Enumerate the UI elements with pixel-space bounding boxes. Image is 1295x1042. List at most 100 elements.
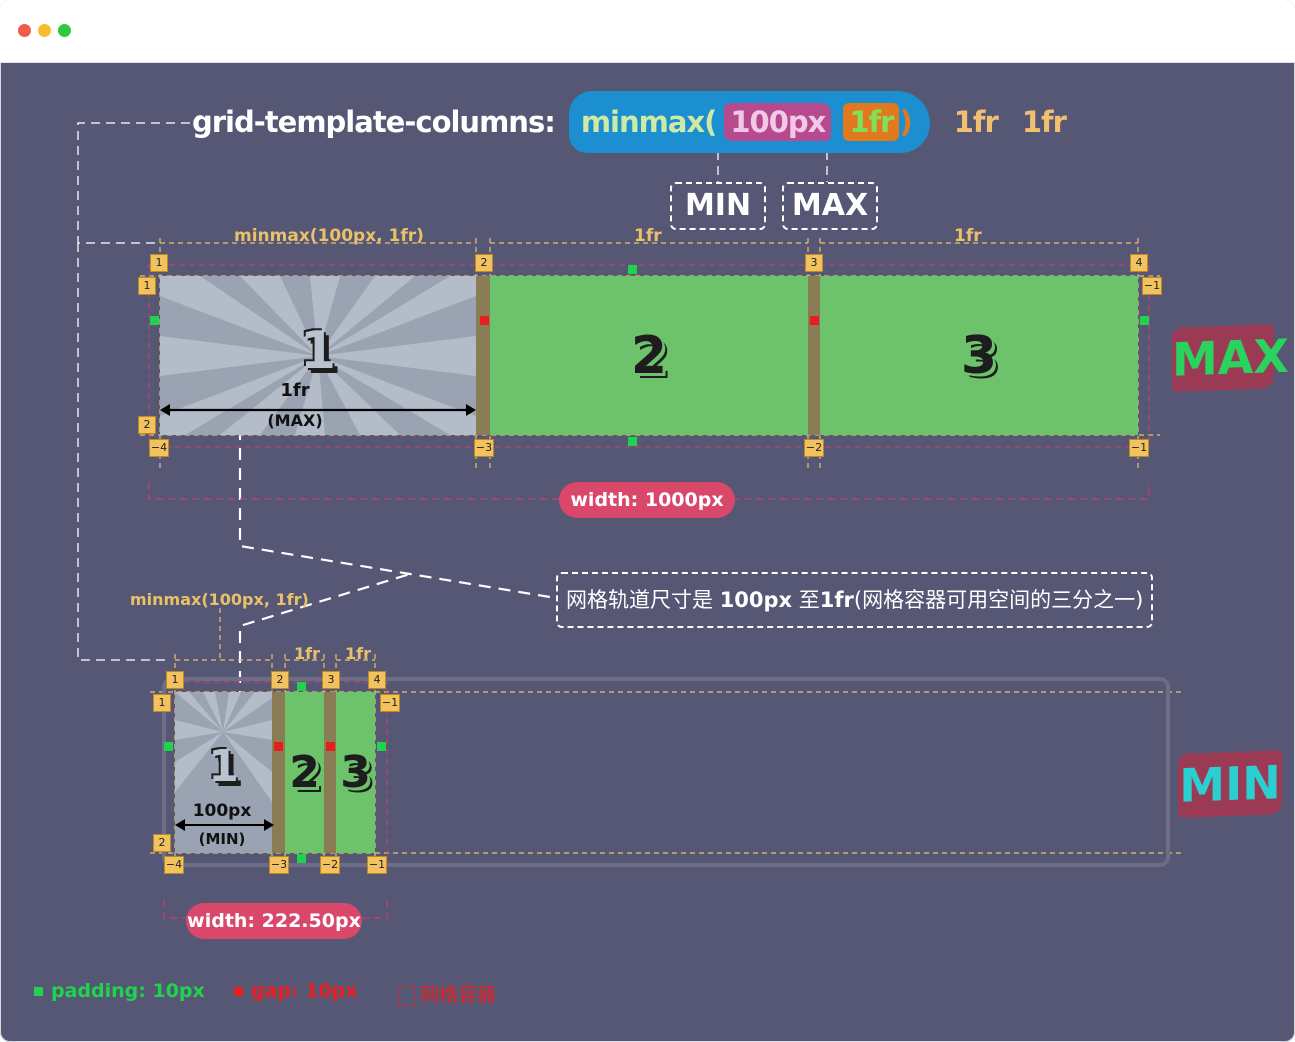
bottom-width-pill: width: 222.50px (186, 903, 362, 939)
bottom-track-label-3: 1fr (345, 644, 371, 663)
top-cell-3-number: 3 (960, 325, 998, 386)
top-padding-marker-bottom (628, 437, 637, 446)
top-track-label-3: 1fr (954, 226, 982, 246)
legend-gap-swatch (234, 987, 243, 996)
code-min-value: 100px (724, 103, 832, 141)
minmax-highlight: minmax( 100px 1fr ) (568, 91, 930, 153)
bottom-track-label-2: 1fr (294, 644, 320, 663)
top-col-line-4: 4 (1130, 254, 1148, 272)
bottom-arrow-label-100px: 100px (192, 801, 252, 821)
top-cell-1: 1 (160, 276, 476, 435)
bottom-cell-2-number: 2 (289, 747, 320, 798)
bottom-col-line-neg-2: −2 (320, 856, 340, 874)
top-cell-3: 3 (820, 276, 1138, 435)
top-col-line-3: 3 (805, 254, 823, 272)
legend-padding-swatch (34, 987, 43, 996)
top-gap-2 (808, 276, 820, 435)
bottom-cell-1: 1 (175, 692, 272, 853)
top-padding-marker-top (628, 265, 637, 274)
bottom-cell-1-number: 1 (208, 741, 239, 792)
code-track-2: 1fr (953, 105, 999, 139)
bottom-padding-marker-left (164, 742, 173, 751)
legend-container-swatch (398, 986, 416, 1005)
bottom-cell-3-number: 3 (340, 747, 371, 798)
top-col-line-2: 2 (475, 254, 493, 272)
code-fn-open: minmax( (580, 105, 718, 139)
bottom-gap-1 (272, 692, 285, 853)
minimize-window-button[interactable] (38, 24, 51, 37)
bottom-padding-marker-top (297, 682, 306, 691)
top-cell-2: 2 (490, 276, 808, 435)
code-fn-close: ) (899, 105, 912, 139)
bottom-padding-marker-bottom (297, 854, 306, 863)
diagram-canvas: grid-template-columns: minmax( 100px 1fr… (0, 62, 1295, 1042)
top-track-label-1: minmax(100px, 1fr) (234, 226, 424, 246)
bottom-col-line-3: 3 (322, 671, 340, 689)
bottom-arrow-label-min: (MIN) (198, 830, 246, 848)
top-col-line-neg-4: −4 (149, 439, 169, 457)
note-min: 100px (719, 588, 793, 612)
bottom-track-label-minmax: minmax(100px, 1fr) (130, 590, 309, 609)
sunburst-pattern (160, 276, 476, 435)
bottom-cell-2: 2 (285, 692, 324, 853)
top-cell-2-number: 2 (630, 325, 668, 386)
legend-container-label: 网格容器 (420, 984, 497, 1006)
top-col-line-1: 1 (150, 254, 168, 272)
top-cell-1-number: 1 (299, 320, 337, 381)
bottom-gap-marker-2 (326, 742, 335, 751)
bottom-gap-2 (324, 692, 336, 853)
bottom-col-line-neg-1: −1 (367, 856, 387, 874)
top-row-line-1: 1 (138, 277, 156, 295)
bottom-col-line-1: 1 (166, 671, 184, 689)
top-padding-marker-left (150, 316, 159, 325)
note-max: 1fr (819, 588, 854, 612)
bottom-col-line-neg-3: −3 (269, 856, 289, 874)
top-max-arrow (160, 404, 476, 416)
bottom-col-line-2: 2 (271, 671, 289, 689)
bottom-cell-3: 3 (336, 692, 375, 853)
top-col-line-neg-2: −2 (804, 439, 824, 457)
top-padding-marker-right (1140, 316, 1149, 325)
top-gap-marker-2 (810, 316, 819, 325)
bottom-gap-marker-1 (274, 742, 283, 751)
top-arrow-label-1fr: 1fr (280, 380, 310, 401)
legend-padding-label: padding: 10px (51, 980, 205, 1002)
connector-to-bottom-grid (77, 243, 170, 661)
top-row-line-2: 2 (138, 416, 156, 434)
min-stamp: MIN (1178, 750, 1282, 818)
code-max-value: 1fr (843, 103, 900, 141)
bottom-row-line-2: 2 (153, 834, 171, 852)
bottom-min-arrow (175, 819, 274, 831)
bottom-row-line-1: 1 (153, 694, 171, 712)
maximize-window-button[interactable] (58, 24, 71, 37)
min-tag: MIN (670, 182, 766, 230)
grid-template-columns-code: grid-template-columns: minmax( 100px 1fr… (192, 91, 1067, 153)
top-track-label-2: 1fr (634, 226, 662, 246)
max-stamp: MAX (1172, 324, 1289, 392)
connector-to-top-grid (77, 122, 190, 244)
bottom-sunburst-pattern (175, 692, 272, 802)
note-suffix: (网格容器可用空间的三分之一) (853, 588, 1144, 612)
close-window-button[interactable] (18, 24, 31, 37)
top-col-line-neg-1: −1 (1129, 439, 1149, 457)
note-pointer-top (238, 428, 557, 600)
note-mid: 至 (792, 588, 820, 612)
top-arrow-label-max: (MAX) (267, 411, 323, 430)
top-gap-1 (476, 276, 490, 435)
top-col-line-neg-3: −3 (474, 439, 494, 457)
legend-gap: gap: 10px (234, 980, 358, 1002)
bottom-col-line-4: 4 (368, 671, 386, 689)
code-property: grid-template-columns: (192, 105, 556, 139)
bottom-row-line-neg-1: −1 (380, 694, 400, 712)
connector-lines (77, 122, 1185, 919)
top-width-pill: width: 1000px (559, 482, 735, 518)
legend-container: 网格容器 (398, 980, 496, 1007)
bottom-col-line-neg-4: −4 (164, 856, 184, 874)
top-gap-marker-1 (480, 316, 489, 325)
legend-padding: padding: 10px (34, 980, 205, 1002)
bottom-padding-marker-right (377, 742, 386, 751)
top-row-line-neg-1: −1 (1142, 277, 1162, 295)
code-track-3: 1fr (1021, 105, 1067, 139)
legend-gap-label: gap: 10px (251, 980, 358, 1002)
